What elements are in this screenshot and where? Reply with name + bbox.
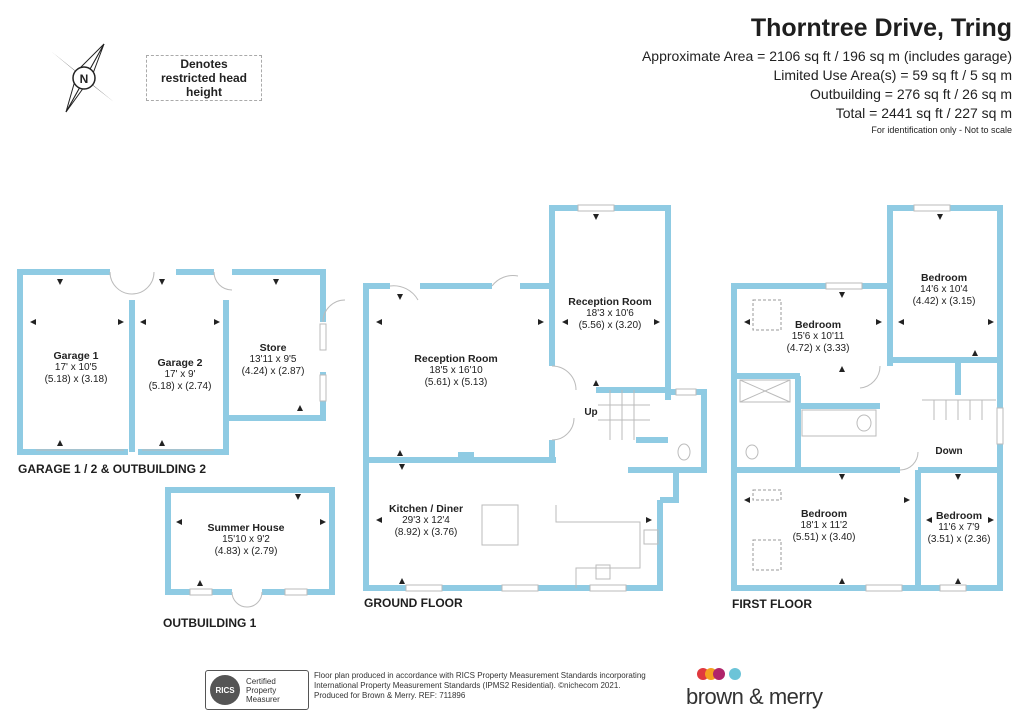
room-name: Kitchen / Diner — [388, 503, 464, 515]
room-imperial: 11'6 x 7'9 — [938, 522, 980, 533]
room-imperial: 15'10 x 9'2 — [222, 534, 270, 545]
room-imperial: 15'6 x 10'11 — [791, 331, 845, 342]
room-imperial: 18'1 x 11'2 — [800, 520, 848, 531]
room-garage-1: Garage 1 17' x 10'5 (5.18) x (3.18) — [45, 350, 108, 386]
chimney-breast — [458, 452, 474, 462]
rics-badge: RICS Certified Property Measurer — [205, 670, 309, 710]
floor-label-garage: GARAGE 1 / 2 & OUTBUILDING 2 — [18, 462, 207, 476]
brand-dot-purple — [713, 668, 725, 680]
room-summer-house: Summer House 15'10 x 9'2 (4.83) x (2.79) — [207, 522, 284, 558]
floor-label-outbuilding-1: OUTBUILDING 1 — [163, 616, 257, 630]
room-metric: (4.42) x (3.15) — [912, 296, 976, 307]
summer-house-walls — [165, 487, 335, 595]
room-imperial: 14'6 x 10'4 — [920, 284, 968, 295]
room-metric: (5.51) x (3.40) — [792, 532, 856, 543]
room-bedroom-3: Bedroom 18'1 x 11'2 (5.51) x (3.40) — [793, 508, 856, 544]
first-floor-fixtures — [739, 204, 1004, 592]
room-imperial: 17' x 10'5 — [54, 362, 98, 373]
footer-line: International Property Measurement Stand… — [314, 681, 621, 690]
identification-note: For identification only - Not to scale — [871, 125, 1012, 135]
room-garage-2: Garage 2 17' x 9' (5.18) x (2.74) — [149, 357, 212, 393]
room-metric: (4.24) x (2.87) — [241, 366, 305, 377]
restricted-height-zones — [752, 299, 782, 571]
brand-logo: brown & merry — [686, 684, 823, 709]
room-name: Garage 1 — [53, 350, 99, 362]
stair-up-label: Up — [584, 407, 598, 418]
room-bedroom-1: Bedroom 15'6 x 10'11 (4.72) x (3.33) — [787, 319, 850, 355]
compass-icon: N — [52, 43, 114, 113]
room-imperial: 18'3 x 10'6 — [586, 308, 634, 319]
room-bedroom-2: Bedroom 14'6 x 10'4 (4.42) x (3.15) — [913, 272, 976, 308]
rics-logo-icon: RICS — [210, 675, 240, 705]
room-metric: (8.92) x (3.76) — [394, 527, 458, 538]
room-reception-second: Reception Room 18'3 x 10'6 (5.56) x (3.2… — [568, 296, 651, 332]
rics-line: Measurer — [246, 694, 280, 704]
room-name: Summer House — [207, 522, 285, 534]
rics-text: Certified Property Measurer — [246, 677, 280, 704]
first-floor-walls — [731, 205, 1003, 591]
room-name: Bedroom — [800, 508, 848, 520]
room-reception-main: Reception Room 18'5 x 16'10 (5.61) x (5.… — [414, 353, 497, 389]
summer-house-doors — [189, 588, 308, 608]
room-metric: (4.83) x (2.79) — [214, 546, 278, 557]
stair-down-label: Down — [935, 446, 963, 457]
room-imperial: 29'3 x 12'4 — [402, 515, 450, 526]
room-metric: (4.72) x (3.33) — [786, 343, 850, 354]
floor-label-first: FIRST FLOOR — [732, 597, 812, 611]
room-imperial: 13'11 x 9'5 — [249, 354, 297, 365]
room-store: Store 13'11 x 9'5 (4.24) x (2.87) — [242, 342, 305, 378]
brand-dot-blue — [729, 668, 741, 680]
rics-line: Property — [246, 685, 277, 695]
room-metric: (3.51) x (2.36) — [927, 534, 991, 545]
room-name: Bedroom — [920, 272, 968, 284]
footer-line: Produced for Brown & Merry. REF: 711896 — [314, 691, 466, 700]
ground-floor-walls — [363, 205, 707, 591]
room-imperial: 17' x 9' — [164, 369, 196, 380]
room-name: Store — [259, 342, 287, 354]
legend-text: Denotes restricted head height — [160, 57, 248, 99]
total-area-text: Total = 2441 sq ft / 227 sq m — [835, 105, 1012, 121]
page-title: Thorntree Drive, Tring — [750, 14, 1012, 42]
room-metric: (5.56) x (3.20) — [578, 320, 642, 331]
room-bedroom-4: Bedroom 11'6 x 7'9 (3.51) x (2.36) — [928, 510, 991, 546]
room-metric: (5.61) x (5.13) — [424, 377, 488, 388]
rics-line: Certified — [246, 676, 276, 686]
room-name: Garage 2 — [157, 357, 203, 369]
room-name: Bedroom — [794, 319, 842, 331]
room-name: Reception Room — [568, 296, 652, 308]
outbuilding-area-text: Outbuilding = 276 sq ft / 26 sq m — [810, 86, 1012, 102]
room-metric: (5.18) x (2.74) — [148, 381, 212, 392]
restricted-height-legend: Denotes restricted head height — [146, 55, 262, 101]
garage-doors — [36, 271, 346, 451]
room-metric: (5.18) x (3.18) — [44, 374, 108, 385]
approx-area-text: Approximate Area = 2106 sq ft / 196 sq m… — [641, 48, 1012, 64]
room-name: Bedroom — [935, 510, 983, 522]
floor-label-ground: GROUND FLOOR — [364, 596, 463, 610]
ground-floor-fixtures — [389, 204, 697, 592]
dimension-arrows — [30, 214, 994, 586]
footer-notice: Floor plan produced in accordance with R… — [314, 671, 684, 701]
compass-letter: N — [80, 72, 89, 86]
limited-use-area-text: Limited Use Area(s) = 59 sq ft / 5 sq m — [773, 67, 1013, 83]
footer-line: Floor plan produced in accordance with R… — [314, 671, 646, 680]
garage-block-walls — [17, 269, 326, 455]
room-name: Reception Room — [414, 353, 498, 365]
room-imperial: 18'5 x 16'10 — [429, 365, 483, 376]
room-kitchen-diner: Kitchen / Diner 29'3 x 12'4 (8.92) x (3.… — [389, 503, 463, 539]
